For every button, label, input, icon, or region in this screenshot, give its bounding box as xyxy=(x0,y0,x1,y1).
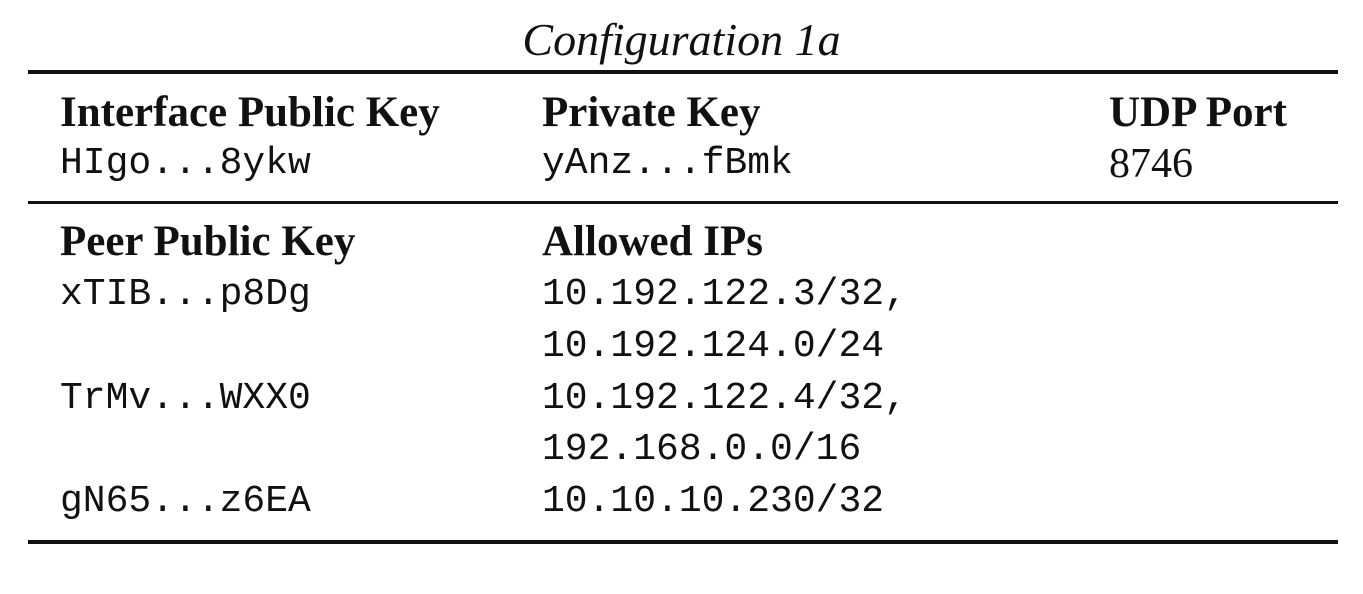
allowed-ip: 10.192.122.4/32, xyxy=(542,377,907,420)
bottom-rule xyxy=(28,540,1338,544)
peer-public-key: xTIB...p8Dg xyxy=(60,273,311,316)
peer-public-key: TrMv...WXX0 xyxy=(60,377,311,420)
allowed-ip: 10.192.122.3/32, xyxy=(542,273,907,316)
allowed-ip: 10.10.10.230/32 xyxy=(542,480,885,523)
peer-public-key-header: Peer Public Key xyxy=(60,218,356,265)
section-rule xyxy=(28,201,1338,204)
udp-port-header: UDP Port xyxy=(1109,89,1287,136)
allowed-ip: 10.192.124.0/24 xyxy=(542,325,885,368)
allowed-ip: 192.168.0.0/16 xyxy=(542,428,862,471)
interface-public-key-header: Interface Public Key xyxy=(60,89,440,136)
udp-port-value: 8746 xyxy=(1109,141,1193,187)
peer-public-key: gN65...z6EA xyxy=(60,480,311,523)
table-caption: Configuration 1a xyxy=(522,14,841,65)
allowed-ips-header: Allowed IPs xyxy=(542,218,763,265)
private-key-value: yAnz...fBmk xyxy=(542,142,793,185)
interface-public-key-value: HIgo...8ykw xyxy=(60,142,311,185)
private-key-header: Private Key xyxy=(542,89,761,136)
top-rule xyxy=(28,70,1338,74)
